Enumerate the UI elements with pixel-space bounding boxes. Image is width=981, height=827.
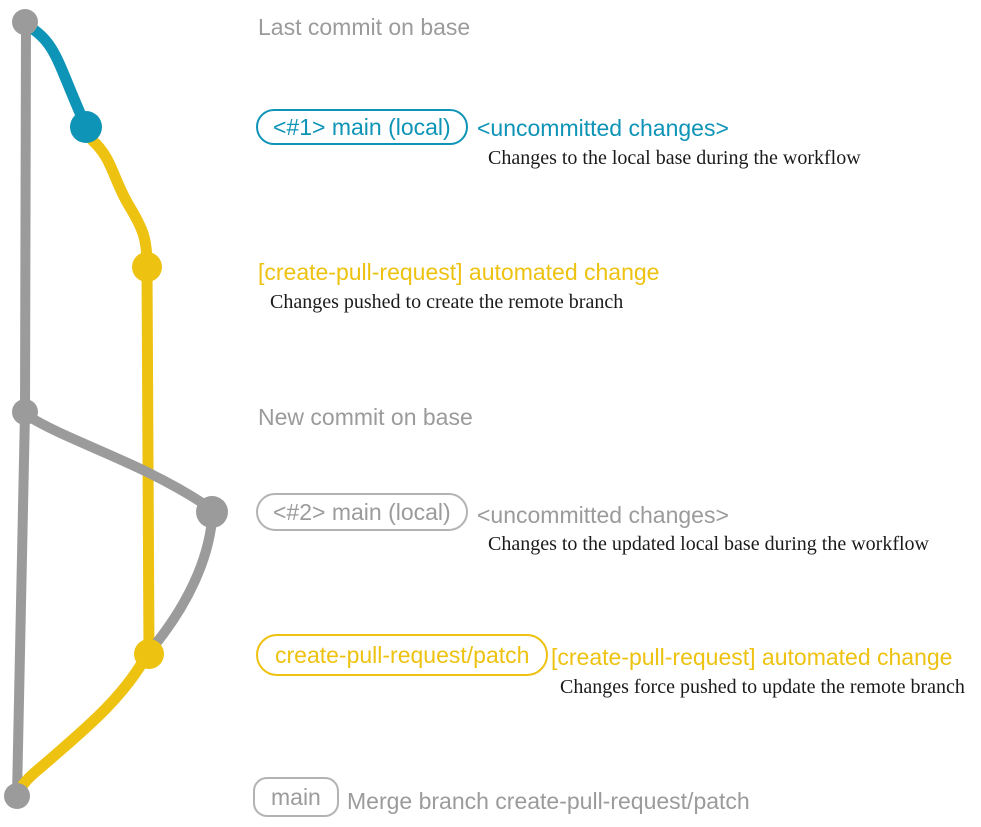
local-branch-line-2	[23, 411, 209, 509]
note-force-pushed-update-remote: Changes force pushed to update the remot…	[560, 676, 965, 698]
branch-label-main-local-2: <#2> main (local)	[256, 493, 468, 531]
commit-dot-merge	[4, 783, 30, 809]
annotation-last-commit: Last commit on base	[258, 14, 471, 40]
commit-message-merge: Merge branch create-pull-request/patch	[347, 788, 750, 814]
local-rebase-line	[149, 515, 217, 651]
branch-label-main: main	[253, 777, 339, 817]
note-updated-local-base-changes: Changes to the updated local base during…	[488, 533, 929, 555]
note-local-base-changes: Changes to the local base during the wor…	[488, 147, 861, 169]
local-branch-line-1	[22, 20, 90, 128]
commit-dot-local-2	[196, 496, 228, 528]
patch-branch-line-vertical	[141, 265, 155, 654]
commit-heading-uncommitted-2: <uncommitted changes>	[477, 502, 729, 528]
note-pushed-create-remote: Changes pushed to create the remote bran…	[270, 291, 624, 313]
commit-dot-local-1	[70, 111, 102, 143]
commit-heading-automated-change-1: [create-pull-request] automated change	[258, 259, 660, 285]
commit-heading-uncommitted-1: <uncommitted changes>	[477, 115, 729, 141]
branch-label-create-pull-request-patch: create-pull-request/patch	[256, 634, 549, 676]
commit-heading-automated-change-2: [create-pull-request] automated change	[551, 644, 953, 670]
branch-label-main-local-1: <#1> main (local)	[256, 109, 468, 145]
patch-branch-line-lower	[14, 654, 150, 796]
commit-dot-remote-1	[132, 252, 162, 282]
commit-dot-remote-2	[134, 639, 164, 669]
commit-dot-new-base	[12, 399, 38, 425]
annotation-new-commit: New commit on base	[258, 404, 473, 430]
patch-branch-line-upper	[86, 134, 153, 272]
commit-dot-last-base	[12, 9, 38, 35]
